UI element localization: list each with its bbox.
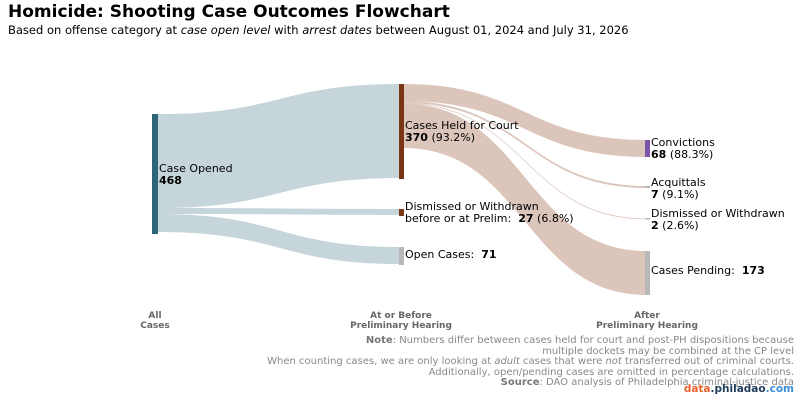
node-bar-acquittals [645,186,650,188]
node-label-held: Cases Held for Court 370 (93.2%) [405,119,519,144]
node-label-acquittals: Acquittals 7 (9.1%) [651,176,706,201]
node-label-open: Open Cases: 71 [405,248,497,261]
flow-held-to-acquittals [403,101,647,188]
flow-held-to-dismissed-post [403,103,647,220]
brand-logo: data.philadao.com [683,383,794,395]
flow-opened-to-open [158,214,400,264]
node-bar-dismissed-post [645,218,650,220]
node-bar-open [399,247,404,265]
footnotes: Note: Numbers differ between cases held … [267,335,794,388]
node-label-dismissed-post: Dismissed or Withdrawn 2 (2.6%) [651,207,785,232]
flow-held-to-convictions [403,84,647,157]
node-bar-dismissed-prelim [399,209,404,216]
node-label-dismissed-prelim: Dismissed or Withdrawn before or at Prel… [405,200,574,225]
page-title: Homicide: Shooting Case Outcomes Flowcha… [8,2,450,22]
page-subtitle: Based on offense category at case open l… [8,23,629,37]
node-bar-pending [645,251,650,295]
flow-opened-to-dismissed-prelim [158,208,400,215]
flow-opened-to-held [158,84,400,208]
node-bar-held [399,84,404,179]
node-label-pending: Cases Pending: 173 [651,264,765,277]
node-label-opened: Case Opened 468 [159,162,233,187]
node-bar-opened [152,114,158,234]
node-label-convictions: Convictions 68 (88.3%) [651,136,715,161]
node-bar-convictions [645,140,650,157]
flow-held-to-pending [403,103,647,295]
